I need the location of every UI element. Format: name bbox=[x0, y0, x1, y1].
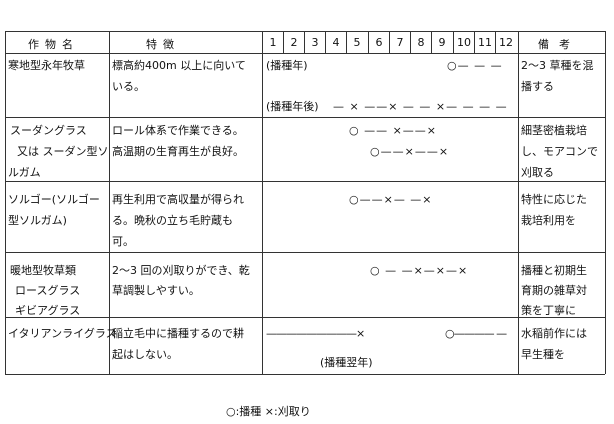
month-label: 3 bbox=[311, 36, 319, 49]
remarks-text: し、モアコンで bbox=[521, 145, 598, 158]
column-divider bbox=[262, 31, 263, 374]
schedule-marks: ○ — —×—×—× bbox=[370, 264, 469, 277]
remarks-text: 2～3 草種を混 bbox=[521, 59, 594, 72]
month-label: 11 bbox=[478, 36, 492, 49]
crop-name: イタリアンライグラス bbox=[8, 327, 117, 340]
feature-text: 標高約400m 以上に向いて bbox=[112, 59, 246, 72]
schedule-label: (播種年) bbox=[266, 59, 308, 72]
crop-name: ギビアグラス bbox=[15, 304, 81, 317]
header-feature: 特徴 bbox=[146, 38, 180, 51]
feature-text: 可。 bbox=[112, 235, 134, 248]
crop-name: 寒地型永年牧草 bbox=[8, 59, 85, 72]
crop-name: スーダングラス bbox=[10, 124, 87, 137]
month-label: 6 bbox=[375, 36, 383, 49]
schedule-marks: ○——×— —× bbox=[349, 193, 433, 206]
feature-text: いる。 bbox=[112, 80, 145, 93]
month-label: 1 bbox=[269, 36, 277, 49]
month-label: 9 bbox=[438, 36, 446, 49]
remarks-text: 栽培利用を bbox=[521, 214, 576, 227]
remarks-text: 策を丁寧に bbox=[521, 304, 576, 317]
column-divider bbox=[109, 31, 110, 374]
header-remarks: 備考 bbox=[538, 38, 580, 51]
month-label: 4 bbox=[332, 36, 340, 49]
remarks-text: 特性に応じた bbox=[521, 193, 587, 206]
remarks-text: 刈取る bbox=[521, 166, 554, 179]
crop-name: ロースグラス bbox=[15, 284, 81, 297]
month-divider bbox=[410, 31, 411, 53]
month-divider bbox=[368, 31, 369, 53]
schedule-marks: ○— — — bbox=[447, 59, 503, 72]
row-divider bbox=[5, 117, 605, 118]
month-divider bbox=[346, 31, 347, 53]
schedule-label: (播種翌年) bbox=[320, 356, 373, 369]
row-divider bbox=[5, 252, 605, 253]
table-border-right bbox=[605, 31, 606, 374]
remarks-text: 細茎密植栽培 bbox=[521, 124, 587, 137]
feature-text: 高温期の生育再生が良好。 bbox=[112, 145, 244, 158]
month-divider bbox=[304, 31, 305, 53]
month-divider bbox=[453, 31, 454, 53]
row-divider bbox=[5, 181, 605, 182]
table-border-top bbox=[5, 31, 605, 32]
month-label: 5 bbox=[353, 36, 361, 49]
month-divider bbox=[474, 31, 475, 53]
remarks-text: 播種と初期生 bbox=[521, 264, 587, 277]
crop-name: ルガム bbox=[8, 166, 41, 179]
feature-text: 再生利用で高収量が得られ bbox=[112, 193, 244, 206]
crop-name: 暖地型牧草類 bbox=[10, 264, 76, 277]
row-divider bbox=[5, 317, 605, 318]
table-border-left bbox=[5, 31, 6, 374]
feature-text: る。晩秋の立ち毛貯蔵も bbox=[112, 214, 233, 227]
month-divider bbox=[389, 31, 390, 53]
month-label: 2 bbox=[290, 36, 298, 49]
schedule-marks: —————————× bbox=[266, 327, 365, 340]
feature-text: 稲立毛中に播種するので耕 bbox=[112, 327, 244, 340]
remarks-text: 早生種を bbox=[521, 348, 565, 361]
column-divider bbox=[518, 31, 519, 374]
header-crop: 作物名 bbox=[28, 38, 79, 51]
month-divider bbox=[283, 31, 284, 53]
schedule-label: (播種年後) bbox=[266, 100, 319, 113]
table-border-bottom bbox=[5, 374, 605, 375]
legend: ○:播種 ×:刈取り bbox=[226, 405, 311, 418]
schedule-marks: — × ——× — — ×— — — — bbox=[333, 100, 508, 113]
month-label: 7 bbox=[396, 36, 404, 49]
remarks-text: 育期の雑草対 bbox=[521, 284, 587, 297]
schedule-marks: ○———— — bbox=[445, 327, 507, 340]
feature-text: 2～3 回の刈取りができ、乾 bbox=[112, 264, 250, 277]
month-label: 8 bbox=[417, 36, 425, 49]
month-label: 12 bbox=[499, 36, 513, 49]
schedule-marks: ○ —— ×——× bbox=[349, 124, 438, 137]
crop-name: ソルゴー(ソルゴー bbox=[8, 193, 100, 206]
month-divider bbox=[431, 31, 432, 53]
month-divider bbox=[495, 31, 496, 53]
feature-text: 起はしない。 bbox=[112, 348, 178, 361]
feature-text: 草調製しやすい。 bbox=[112, 284, 200, 297]
crop-name: 型ソルガム) bbox=[8, 214, 67, 227]
remarks-text: 播する bbox=[521, 80, 554, 93]
feature-text: ロール体系で作業できる。 bbox=[112, 124, 244, 137]
remarks-text: 水稲前作には bbox=[521, 327, 587, 340]
header-divider bbox=[5, 53, 605, 54]
schedule-marks: ○——×——× bbox=[370, 145, 450, 158]
month-label: 10 bbox=[457, 36, 471, 49]
month-divider bbox=[325, 31, 326, 53]
crop-name: 又は スーダン型ソ bbox=[17, 145, 109, 158]
